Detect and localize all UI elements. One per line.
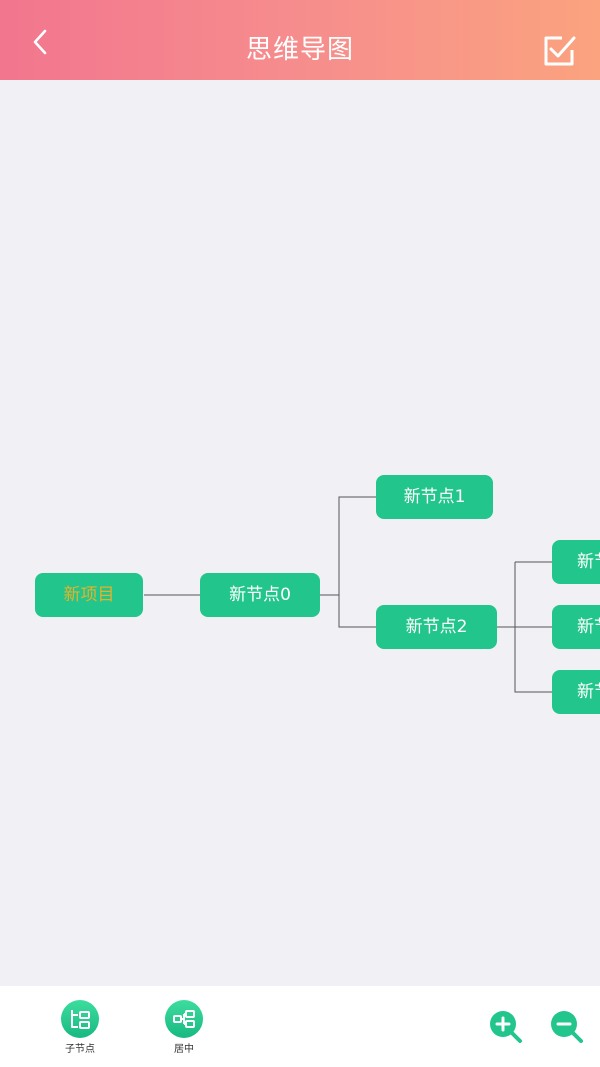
back-button[interactable]	[22, 24, 58, 60]
app-header: 思维导图	[0, 0, 600, 80]
mindmap-node-2[interactable]: 新节点2	[376, 605, 497, 649]
mindmap-canvas[interactable]: 新项目 新节点0 新节点1 新节点2 新节 新节 新节	[0, 80, 600, 986]
child-node-icon-circle	[61, 1000, 99, 1038]
mindmap-child-node-c[interactable]: 新节	[552, 670, 600, 714]
center-button[interactable]: 居中	[159, 1000, 209, 1055]
page-title: 思维导图	[245, 35, 354, 65]
zoom-out-icon	[551, 1011, 583, 1043]
connector-lines	[144, 496, 552, 693]
mindmap-root-node[interactable]: 新项目	[35, 573, 143, 617]
chevron-left-icon	[33, 29, 47, 55]
mindmap-node-1[interactable]: 新节点1	[376, 475, 493, 519]
confirm-button[interactable]	[540, 32, 578, 70]
connector-line	[514, 562, 552, 693]
mindmap-child-node-a[interactable]: 新节	[552, 540, 600, 584]
center-icon	[173, 1010, 195, 1028]
connector-line	[338, 595, 376, 628]
zoom-in-icon	[490, 1011, 522, 1043]
zoom-in-button[interactable]	[487, 1008, 523, 1044]
child-node-icon	[71, 1010, 90, 1029]
mindmap-node-0[interactable]: 新节点0	[200, 573, 320, 617]
add-child-node-button[interactable]: 子节点	[55, 1000, 105, 1055]
bottom-toolbar: 子节点 居中	[0, 986, 600, 1067]
checkbox-edit-icon	[544, 36, 576, 66]
mindmap-child-node-b[interactable]: 新节	[552, 605, 600, 649]
connector-line	[320, 496, 376, 596]
child-node-label: 子节点	[65, 1044, 95, 1055]
zoom-out-button[interactable]	[548, 1008, 584, 1044]
center-icon-circle	[165, 1000, 203, 1038]
center-label: 居中	[174, 1044, 194, 1055]
